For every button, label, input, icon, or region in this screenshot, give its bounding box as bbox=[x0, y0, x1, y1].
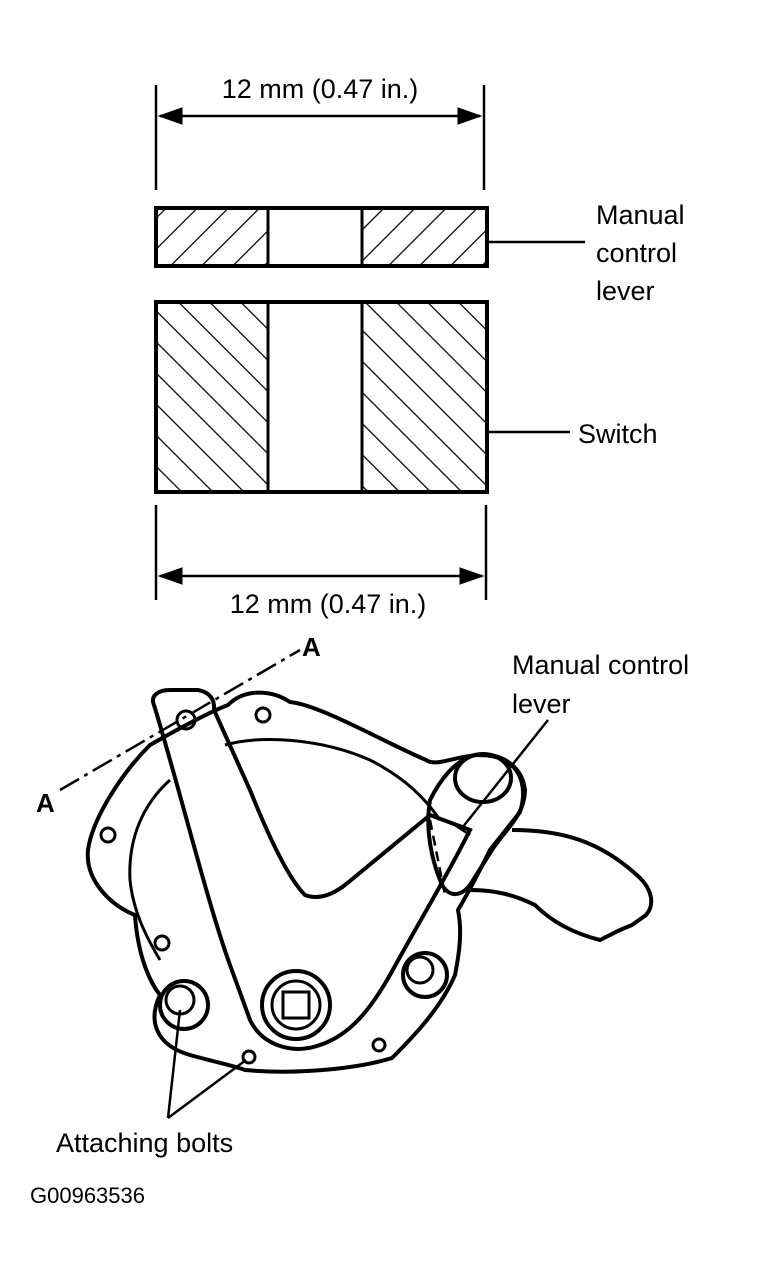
lever-section bbox=[154, 206, 585, 268]
label-section-a-upper: A bbox=[302, 632, 321, 662]
label-manual-control-lever-top-1: Manual bbox=[596, 200, 685, 230]
label-attaching-bolts: Attaching bolts bbox=[56, 1128, 233, 1158]
dimension-bottom: 12 mm (0.47 in.) bbox=[154, 505, 488, 619]
dimension-bottom-label: 12 mm (0.47 in.) bbox=[230, 589, 427, 619]
label-switch: Switch bbox=[578, 419, 658, 449]
label-manual-control-lever-bottom-1: Manual control bbox=[512, 650, 689, 680]
switch-section bbox=[154, 300, 570, 494]
label-section-a-lower: A bbox=[36, 788, 55, 818]
figure-code: G00963536 bbox=[30, 1183, 145, 1208]
label-manual-control-lever-top-2: control bbox=[596, 238, 677, 268]
dimension-top: 12 mm (0.47 in.) bbox=[154, 74, 486, 190]
label-manual-control-lever-bottom-2: lever bbox=[512, 689, 571, 719]
label-manual-control-lever-top-3: lever bbox=[596, 276, 655, 306]
dimension-top-label: 12 mm (0.47 in.) bbox=[222, 74, 419, 104]
switch-assembly-illustration bbox=[59, 648, 654, 1120]
